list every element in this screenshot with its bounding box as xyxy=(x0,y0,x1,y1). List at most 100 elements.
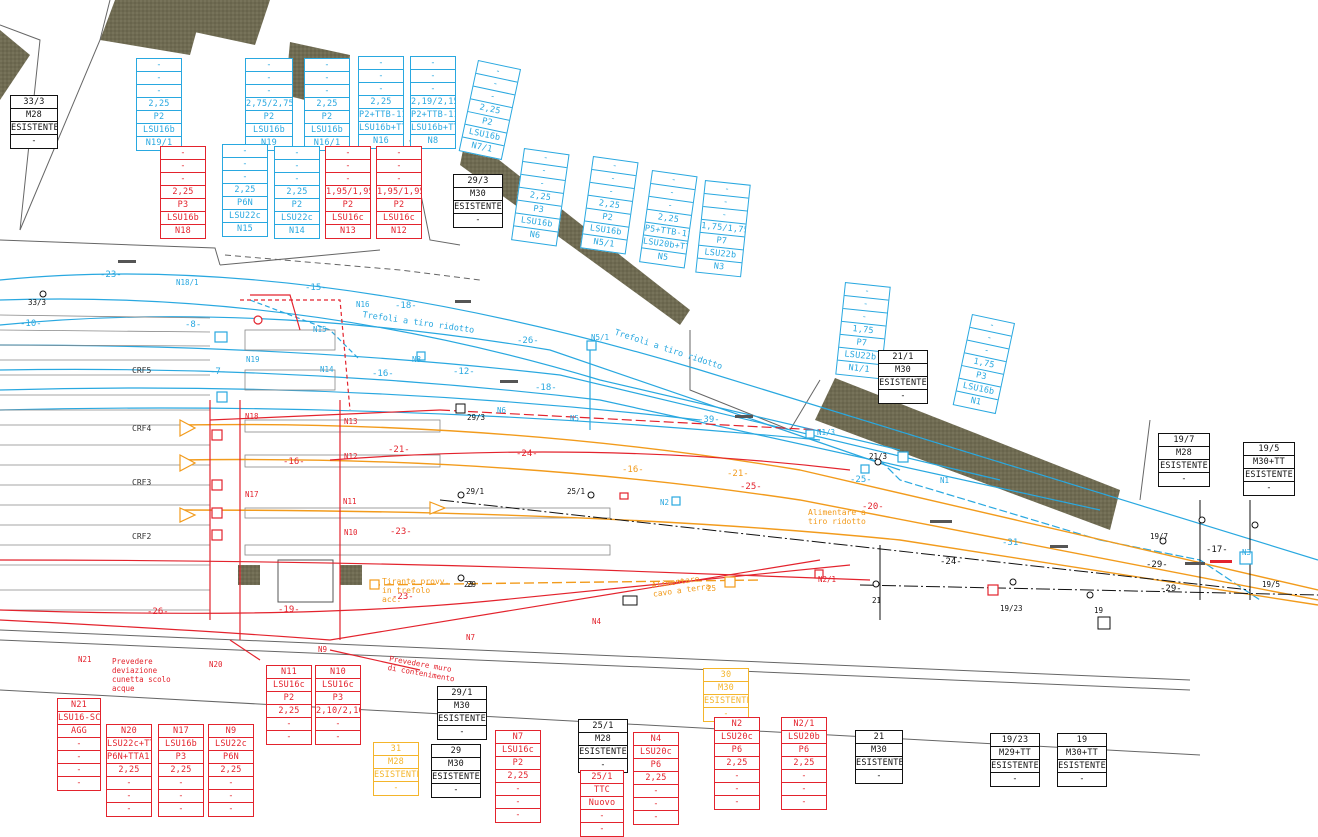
span-label: -26- xyxy=(147,607,169,617)
tag-row: P6 xyxy=(715,744,759,757)
red-gantry-bars xyxy=(1210,560,1232,563)
tag-row: 2,25 xyxy=(305,98,349,111)
tag-row: - xyxy=(1012,774,1018,784)
tag-row: - xyxy=(159,790,203,803)
tag-row: - xyxy=(58,738,100,751)
tag-row: Nuovo xyxy=(581,797,623,810)
tag-row: - xyxy=(801,797,807,807)
tag-row: 2,19/2,15 xyxy=(411,97,455,109)
tag-row: - xyxy=(1266,483,1272,493)
tag-row: P2 xyxy=(496,757,540,770)
tag-row: - xyxy=(715,770,759,783)
pole-label: N15 xyxy=(313,325,327,334)
tag-row: AGG xyxy=(58,725,100,738)
tag-row: - xyxy=(223,171,267,184)
tag-row: - xyxy=(782,770,826,783)
pole-label: N9 xyxy=(318,645,328,654)
tag-row: - xyxy=(305,85,349,98)
pole-label: N2 xyxy=(660,498,670,507)
tag-row: M28 xyxy=(1159,447,1209,460)
building-top-center-2 xyxy=(185,0,270,45)
tag-row: - xyxy=(515,810,521,820)
black-wires xyxy=(439,499,1318,620)
tag-row: 19/5 xyxy=(1244,443,1294,456)
tag-row: - xyxy=(137,59,181,72)
tag-row: 21 xyxy=(856,731,902,744)
pole-label: 19 xyxy=(1094,606,1104,615)
tag-row: - xyxy=(137,72,181,85)
pole-label: 21/3 xyxy=(869,452,888,461)
pole-label: 23 xyxy=(464,580,474,589)
tag-row: 2,25 xyxy=(223,184,267,197)
pole-label: N17 xyxy=(245,490,259,499)
span-label: -31- xyxy=(1002,538,1024,548)
tag-row: - xyxy=(159,777,203,790)
tag-row: - xyxy=(126,804,132,814)
pole-label: N20 xyxy=(209,660,223,669)
pole-label: N21 xyxy=(78,655,92,664)
tag-row: N12 xyxy=(391,226,407,236)
pole-label: N3 xyxy=(1242,548,1252,557)
tag-row: M30 xyxy=(879,364,927,377)
tag-row: - xyxy=(359,83,403,96)
tag-row: - xyxy=(359,70,403,83)
pole-label: 21 xyxy=(872,596,882,605)
label-tirante: Tirante provv. in trefolo acc. xyxy=(382,577,450,604)
tag-row: - xyxy=(377,160,421,173)
tag-row: - xyxy=(600,760,606,770)
span-label: -20- xyxy=(862,502,884,512)
building-small-2 xyxy=(340,565,362,585)
pole-label: N2/1 xyxy=(818,575,837,584)
tag-row: ESISTENTE xyxy=(879,378,927,390)
tag-row: N19 xyxy=(261,138,277,148)
tag-row: - xyxy=(393,783,399,793)
tag-row: ESISTENTE xyxy=(856,758,902,770)
tag-row: LSU20b xyxy=(782,731,826,744)
tag-row: M30 xyxy=(432,758,480,771)
span-label: -26- xyxy=(517,336,539,346)
tag-row: LSU16b xyxy=(305,124,349,137)
tag-row: N19/1 xyxy=(145,138,173,148)
tag-row: - xyxy=(496,796,540,809)
tag-row: 2,25 xyxy=(267,705,311,718)
tag-row: P2+TTB-11/27 xyxy=(359,110,403,122)
pole-label: N11 xyxy=(343,497,357,506)
tag-row: 2,25 xyxy=(634,772,678,785)
pole-label: N1/3 xyxy=(817,428,836,437)
tag-row: - xyxy=(228,804,234,814)
tag-row: M30+TT xyxy=(1058,747,1106,760)
label-deviazione: Prevedere deviazione cunetta scolo acque xyxy=(112,657,171,693)
label-alimentare-1: Alimentare a tiro ridotto xyxy=(808,508,866,526)
span-label: -18- xyxy=(395,301,417,311)
pole-label: N6 xyxy=(497,406,507,415)
pole-label: 33/3 xyxy=(28,298,47,307)
gantry-bars xyxy=(118,260,1205,565)
tag-row: ESISTENTE xyxy=(1159,461,1209,473)
tag-row: LSU22c xyxy=(223,210,267,223)
tag-row: LSU16c xyxy=(267,679,311,692)
tag-row: - xyxy=(1181,474,1187,484)
tag-row: N14 xyxy=(289,226,305,236)
tag-row: - xyxy=(326,160,370,173)
platform-block xyxy=(277,559,334,603)
tag-row: 19/7 xyxy=(1159,434,1209,447)
tag-row: N9 xyxy=(209,725,253,738)
tag-row: - xyxy=(377,173,421,186)
tag-row: - xyxy=(275,147,319,160)
span-label: -24- xyxy=(940,557,962,567)
